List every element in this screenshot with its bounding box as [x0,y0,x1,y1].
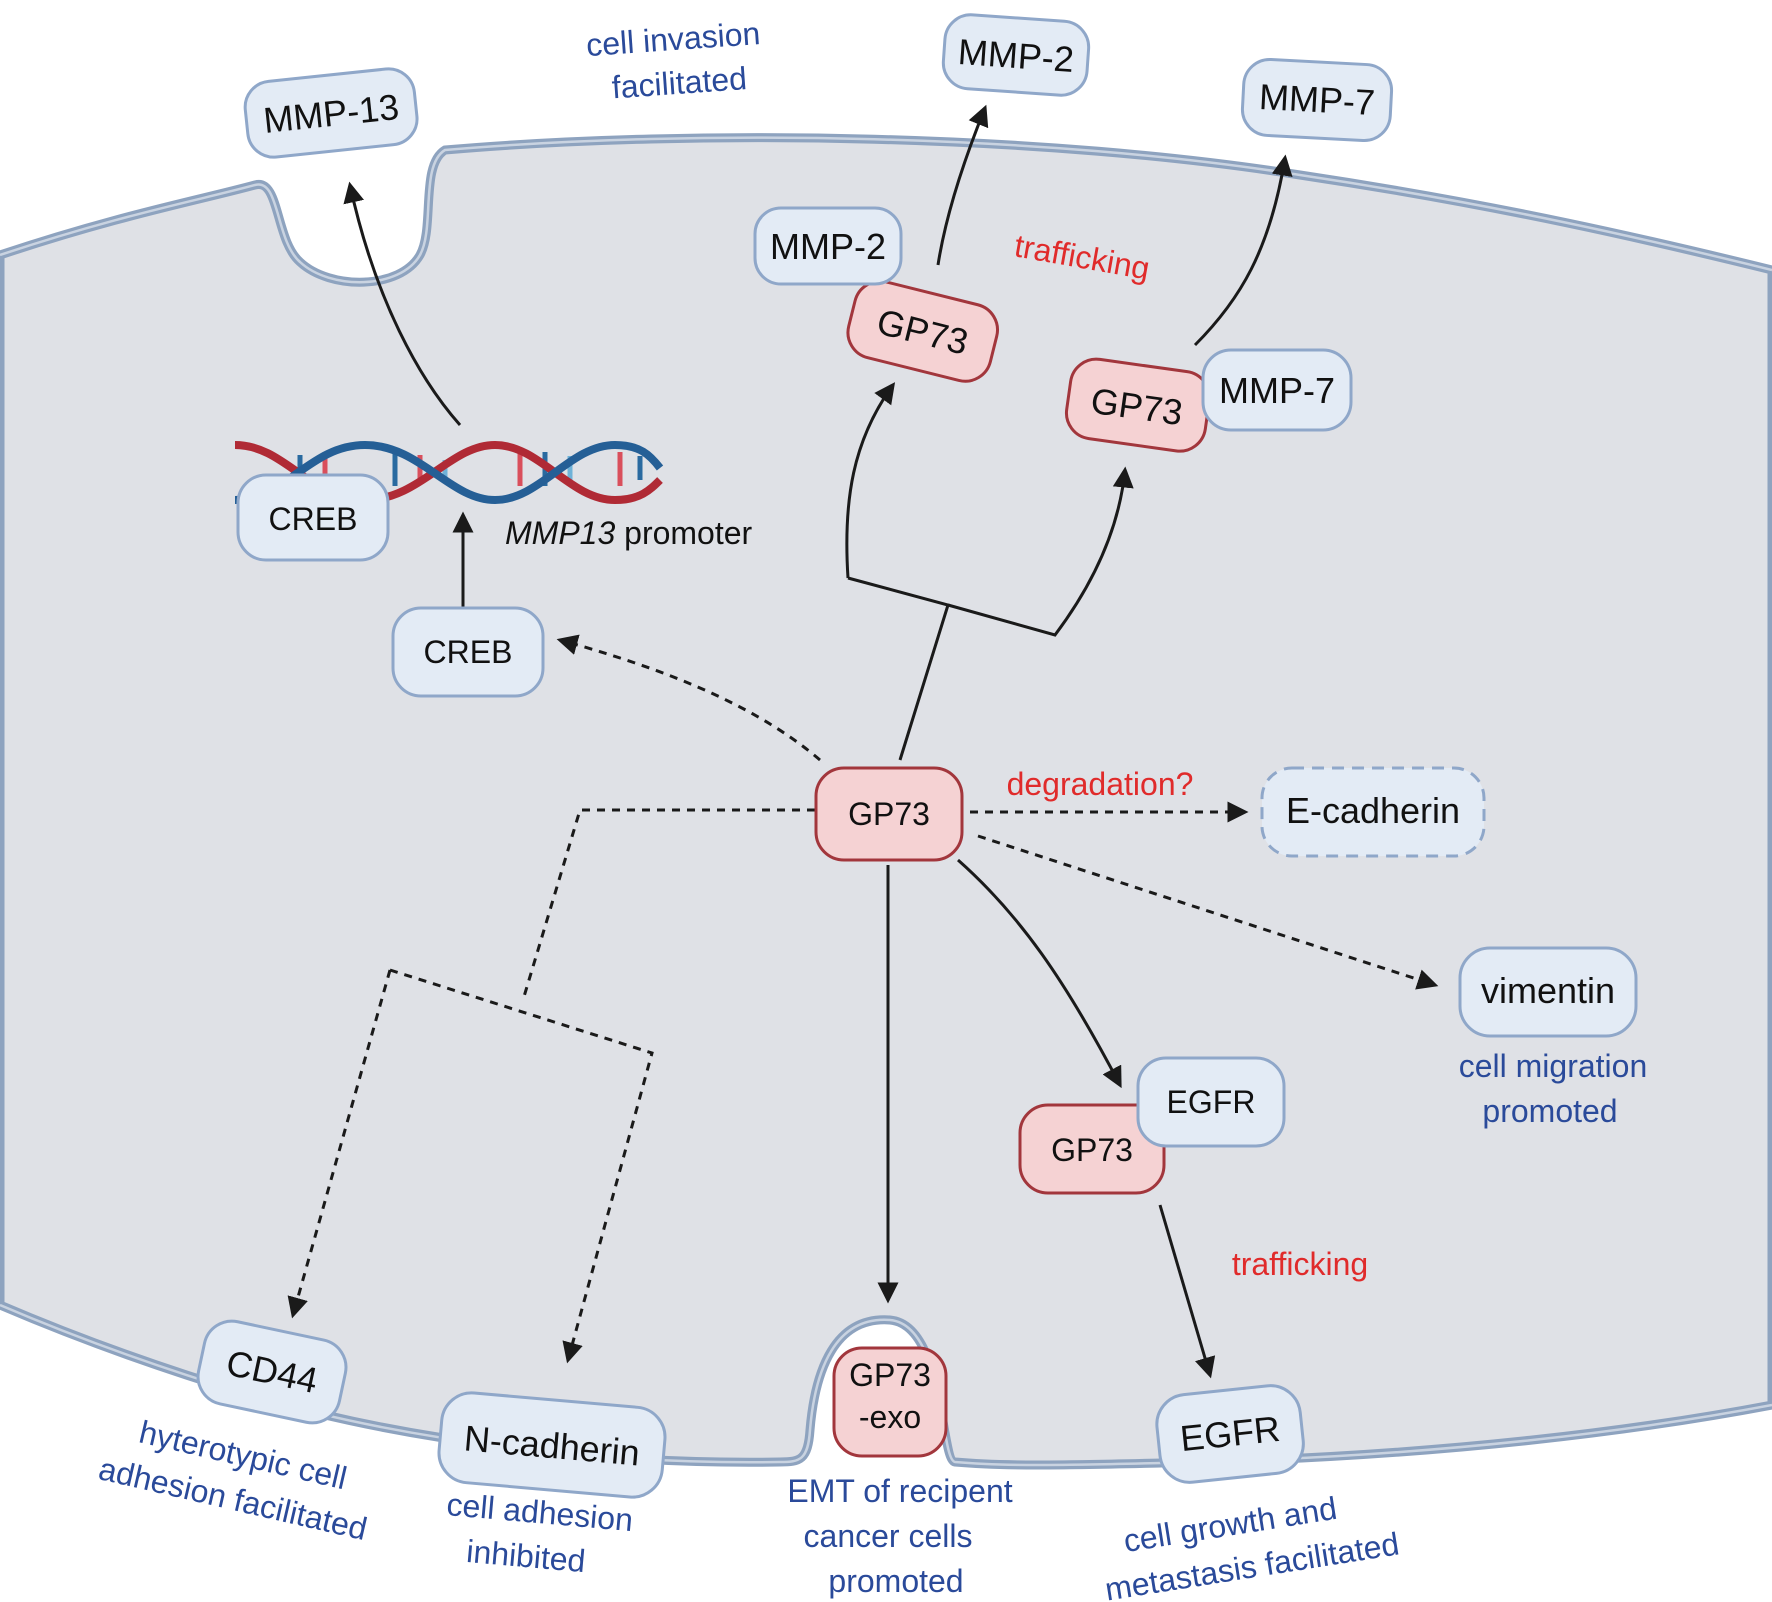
creb-label: CREB [424,634,513,670]
promoter-label: MMP13 promoter [505,515,753,551]
cd44 [196,1319,348,1425]
gp73-egfr-label: GP73 [1051,1132,1133,1168]
e-cadherin-label: E-cadherin [1286,790,1460,831]
mmp2-bound [753,206,903,286]
pathway-arrows [287,104,1439,1379]
egfr-bound-label: EGFR [1167,1084,1256,1120]
trafficking-note-bottom: trafficking [1232,1246,1368,1282]
mmp2-secreted-label: MMP-2 [957,31,1076,80]
mmp7-bound [1201,348,1353,432]
mmp13-secreted [243,67,419,159]
migration-note-line1: cell migration [1459,1048,1648,1084]
gp73-mmp2-complex [846,279,999,383]
mmp2-secreted [941,13,1091,97]
invasion-note-line2: facilitated [611,60,748,105]
promoter-gene-name: MMP13 [505,515,615,551]
gp73-egfr-complex [1018,1103,1166,1195]
creb-on-promoter-label: CREB [269,501,358,537]
mmp7-secreted [1240,58,1394,142]
invasion-note-line1: cell invasion [585,15,761,63]
gp73-exo-line1: GP73 [849,1357,931,1393]
promoter-word: promoter [615,515,752,551]
gp73-exo-line2: -exo [859,1399,921,1435]
e-cadherin [1260,766,1486,858]
mmp2-bound-label: MMP-2 [770,226,886,267]
emt-note-line3: promoted [828,1563,963,1599]
gp73-exosome [832,1346,948,1458]
adhesion-note-line2: inhibited [465,1533,587,1579]
mmp7-secreted-label: MMP-7 [1258,76,1376,123]
vimentin-label: vimentin [1481,970,1615,1011]
egfr-membrane [1155,1384,1305,1484]
n-cadherin [437,1391,667,1499]
degradation-note: degradation? [1007,766,1194,802]
mmp7-bound-label: MMP-7 [1219,370,1335,411]
gp73-central [814,766,964,862]
creb-on-promoter [236,473,390,562]
vimentin [1458,946,1638,1038]
migration-note-line2: promoted [1482,1093,1617,1129]
creb [391,606,545,698]
egfr-bound [1136,1056,1286,1148]
emt-note-line2: cancer cells [804,1518,973,1554]
gp73-central-label: GP73 [848,796,930,832]
emt-note-line1: EMT of recipent [787,1473,1012,1509]
